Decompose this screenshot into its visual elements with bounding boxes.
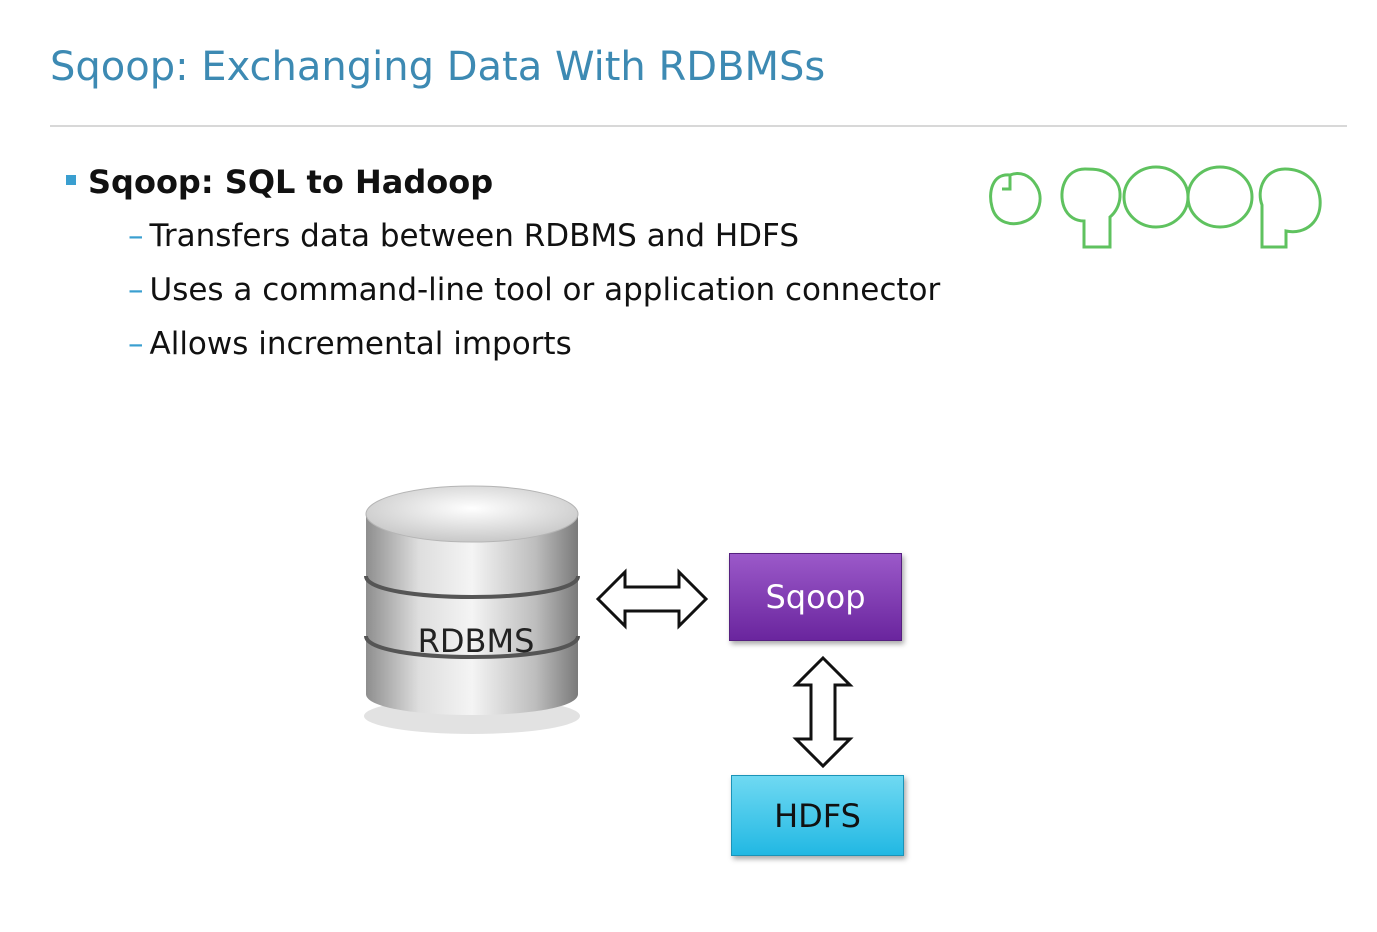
slide-title: Sqoop: Exchanging Data With RDBMSs: [50, 44, 826, 90]
main-bullet: Sqoop: SQL to Hadoop: [66, 162, 493, 202]
dash-icon: –: [128, 272, 144, 308]
sub-item: –Allows incremental imports: [128, 326, 572, 362]
double-arrow-vertical-icon: [792, 655, 854, 769]
double-arrow-horizontal-icon: [595, 568, 709, 630]
bullet-text: Sqoop: SQL to Hadoop: [88, 163, 494, 201]
sqoop-logo: [989, 165, 1322, 249]
database-label: RDBMS: [417, 622, 535, 660]
title-divider: [50, 125, 1347, 127]
hdfs-box: HDFS: [731, 775, 904, 856]
dash-icon: –: [128, 326, 144, 362]
sub-item: –Uses a command-line tool or application…: [128, 272, 941, 308]
dash-icon: –: [128, 218, 144, 254]
bullet-square-icon: [66, 175, 76, 185]
database-icon: [364, 485, 580, 734]
sqoop-box: Sqoop: [729, 553, 902, 641]
sub-item: –Transfers data between RDBMS and HDFS: [128, 218, 800, 254]
